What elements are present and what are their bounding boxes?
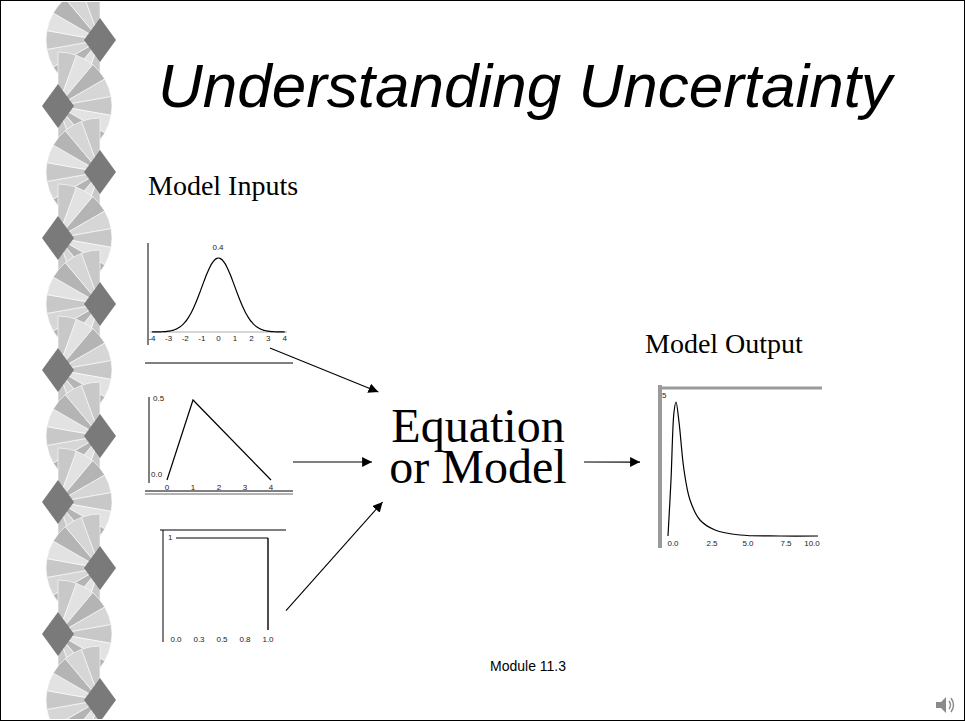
input-distribution-chart: 1 0.0 0.3 0.5 0.8 1.0 — [160, 530, 286, 652]
chart-frame — [160, 530, 286, 531]
axis-tick-label: 3 — [266, 335, 270, 343]
uniform-line — [176, 538, 268, 539]
flow-arrow — [293, 461, 372, 462]
speaker-body — [936, 697, 946, 713]
axis-tick-label: 0.0 — [151, 471, 162, 479]
flow-arrow — [584, 461, 640, 462]
chart-frame — [145, 363, 293, 364]
fan-diamond — [84, 150, 116, 194]
axis-tick-label: 1.0 — [262, 636, 273, 644]
fan-band — [42, 2, 116, 719]
speaker-icon — [936, 697, 954, 713]
fan-diamond — [84, 282, 116, 326]
axis-tick-label: 2 — [217, 484, 221, 492]
chart-axis — [150, 332, 287, 333]
axis-tick-label: 1 — [168, 534, 172, 542]
chart-heading: Model Output — [645, 330, 803, 358]
chart-axis — [149, 397, 150, 483]
axis-tick-label: -3 — [165, 335, 172, 343]
fan-diamond — [42, 480, 74, 524]
axis-tick-label: 0 — [216, 335, 220, 343]
chart-plot — [160, 530, 286, 652]
axis-tick-label: 0.3 — [193, 636, 204, 644]
chart-plot — [145, 240, 295, 348]
triangular-curve — [167, 400, 271, 480]
axis-tick-label: 4 — [283, 335, 287, 343]
axis-tick-label: 0 — [165, 484, 169, 492]
chart-axis — [163, 530, 164, 642]
axis-tick-label: 0.0 — [667, 540, 678, 548]
fan-diamond — [84, 678, 116, 719]
fan-diamond — [42, 612, 74, 656]
speaker-waves — [949, 698, 954, 712]
fan-diamond — [84, 18, 116, 62]
chart-axis — [148, 243, 149, 345]
output-distribution-chart: Model Output 5 0.0 2.5 5.0 7.5 10.0 — [640, 330, 822, 552]
axis-tick-label: 1 — [191, 484, 195, 492]
uniform-line — [267, 538, 268, 630]
chart-axis — [658, 385, 662, 548]
fan-diamond — [42, 348, 74, 392]
axis-tick-label: -1 — [198, 335, 205, 343]
fan-diamond — [84, 414, 116, 458]
axis-tick-label: 1 — [233, 335, 237, 343]
slide-title: Understanding Uncertainty — [158, 50, 892, 121]
axis-tick-label: 0.5 — [216, 636, 227, 644]
axis-tick-label: 5 — [662, 392, 666, 400]
axis-tick-label: 2.5 — [706, 540, 717, 548]
axis-tick-label: 3 — [243, 484, 247, 492]
axis-tick-label: 10.0 — [804, 540, 820, 548]
axis-tick-label: 7.5 — [780, 540, 791, 548]
fan-diamond — [42, 216, 74, 260]
chart-frame — [145, 494, 293, 495]
axis-tick-label: -2 — [182, 335, 189, 343]
output-curve — [668, 402, 818, 536]
model-label: Equation or Model — [383, 406, 573, 488]
axis-tick-label: 5.0 — [742, 540, 753, 548]
model-node: Equation or Model — [372, 392, 584, 502]
axis-tick-label: 2 — [249, 335, 253, 343]
normal-curve — [152, 258, 285, 332]
flow-arrow — [286, 502, 383, 611]
axis-tick-label: 0.5 — [153, 395, 164, 403]
axis-tick-label: 0.0 — [170, 636, 181, 644]
axis-tick-label: -4 — [148, 335, 155, 343]
group-heading: Model Inputs — [148, 172, 298, 200]
input-distribution-chart: 0.4 -4 -3 -2 -1 0 1 2 3 4 — [145, 240, 295, 348]
axis-tick-label: 4 — [269, 484, 273, 492]
chart-plot — [640, 330, 822, 552]
fan-diamond — [42, 84, 74, 128]
axis-tick-label: 0.8 — [239, 636, 250, 644]
chart-frame — [660, 387, 822, 390]
footer-text: Module 11.3 — [490, 659, 566, 673]
fan-diamond — [84, 546, 116, 590]
chart-plot — [145, 363, 293, 495]
axis-tick-label: 0.4 — [212, 244, 223, 252]
flow-arrow — [270, 348, 378, 392]
input-distribution-chart: 0.5 0.00 1 2 3 4 — [145, 363, 293, 495]
